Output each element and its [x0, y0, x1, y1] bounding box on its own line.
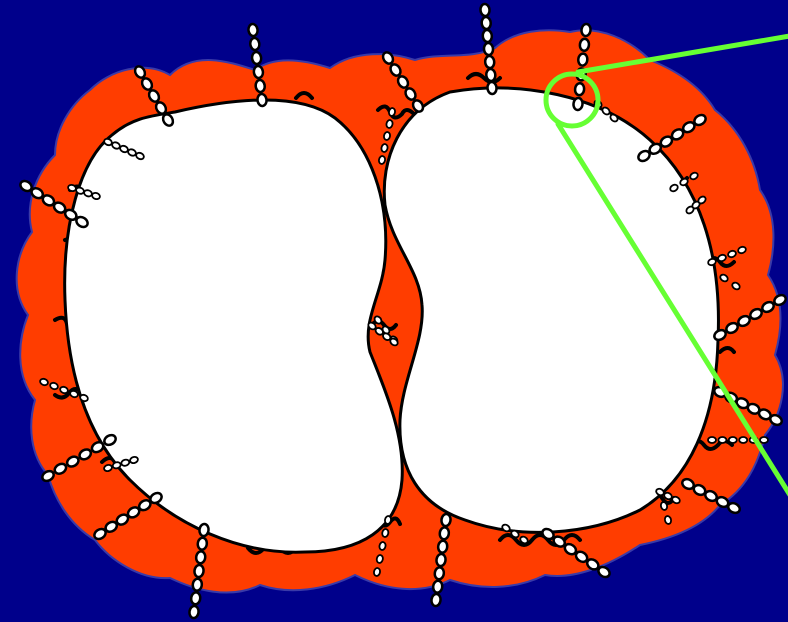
chain-bead [436, 553, 446, 566]
chain-bead [373, 567, 381, 576]
chain-bead [481, 17, 491, 30]
chain-bead [250, 37, 260, 50]
chain-bead [739, 437, 747, 443]
chain-bead [760, 437, 768, 443]
chain-bead [718, 437, 726, 443]
chain-bead [439, 527, 449, 540]
chain-bead [581, 24, 591, 37]
chain-bead [197, 537, 207, 550]
chain-bead [573, 98, 583, 111]
chain-bead [483, 43, 493, 56]
chain-bead [384, 515, 392, 524]
chain-bead [189, 605, 199, 618]
chain-bead [257, 93, 267, 106]
chain-bead [579, 38, 589, 51]
chain-bead [437, 540, 447, 553]
chain-bead [248, 23, 258, 36]
chain-bead [383, 131, 391, 140]
chain-bead [578, 53, 588, 66]
chain-bead [574, 83, 584, 96]
chain-bead [482, 30, 492, 43]
chain-bead [487, 82, 497, 95]
chain-bead [192, 578, 202, 591]
chain-bead [386, 119, 394, 128]
chain-bead [196, 551, 206, 564]
chain-bead [378, 155, 386, 164]
chain-bead [434, 567, 444, 580]
chain-bead [388, 107, 396, 116]
chain-bead [431, 593, 441, 606]
chain-bead [255, 79, 265, 92]
chain-bead [708, 437, 716, 443]
chain-bead [441, 513, 451, 526]
chain-bead [191, 592, 201, 605]
chain-bead [432, 580, 442, 593]
chain-bead [729, 437, 737, 443]
chain-bead [251, 51, 261, 64]
chain-bead [480, 4, 490, 17]
chain-bead [194, 564, 204, 577]
chain-bead [485, 56, 495, 69]
chain-bead [382, 528, 390, 537]
chain-bead [381, 143, 389, 152]
chain-bead [199, 523, 209, 536]
chain-bead [486, 69, 496, 82]
chain-bead [376, 554, 384, 563]
chain-bead [253, 65, 263, 78]
chain-bead [379, 541, 387, 550]
